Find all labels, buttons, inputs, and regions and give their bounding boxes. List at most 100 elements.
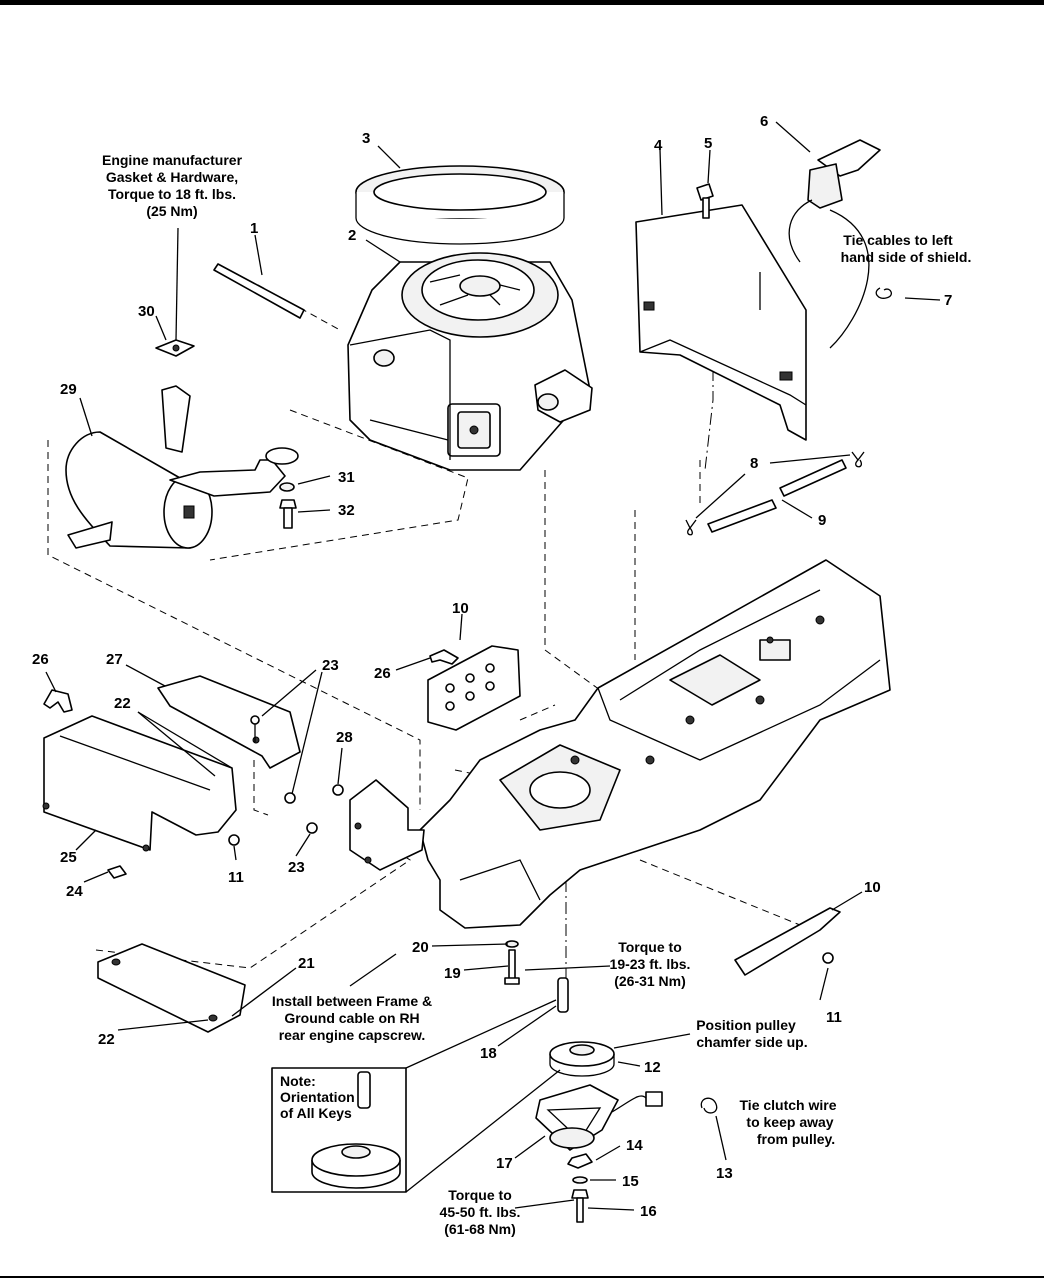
callout-17: 17 [496,1155,513,1172]
svg-text:19-23 ft. lbs.: 19-23 ft. lbs. [610,956,691,972]
svg-text:(25 Nm): (25 Nm) [146,203,197,219]
svg-text:rear engine capscrew.: rear engine capscrew. [279,1027,426,1043]
callout-4: 4 [654,137,663,154]
callout-22-lower: 22 [98,1031,115,1048]
exhaust-bolt [279,499,297,529]
engine [347,252,593,471]
callout-11-right: 11 [826,1009,842,1026]
svg-text:Torque to: Torque to [448,1187,512,1203]
svg-text:chamfer side up.: chamfer side up. [696,1034,807,1050]
cable-tie-8-left [685,519,697,536]
note-gasket: Engine manufacturer Gasket & Hardware, T… [102,152,243,219]
key-18 [557,977,569,1013]
note-tie-cables: Tie cables to left hand side of shield. [841,232,972,265]
frame [419,559,891,929]
svg-text:from pulley.: from pulley. [757,1131,835,1147]
callout-7: 7 [944,292,952,309]
clip-26-left [43,689,73,713]
callout-22-upper: 22 [114,695,131,712]
svg-text:45-50 ft. lbs.: 45-50 ft. lbs. [440,1204,521,1220]
callout-18: 18 [480,1045,497,1062]
note-install-between: Install between Frame & Ground cable on … [272,993,432,1043]
hex-nut-14 [567,1153,593,1169]
heat-shield-lower [734,907,841,976]
key-orientation-inset [271,1067,407,1193]
screw-11-right [822,952,834,964]
exhaust-gasket [155,339,195,357]
side-shield [42,715,237,852]
cable-tie-7 [875,287,892,299]
screw-23-right [284,792,296,804]
svg-text:Install between Frame &: Install between Frame & [272,993,432,1009]
callout-1: 1 [250,220,258,237]
pulley [549,1041,615,1077]
wire-tie-13 [700,1097,718,1114]
callout-31: 31 [338,469,355,486]
callout-8: 8 [750,455,758,472]
svg-text:Tie cables to left: Tie cables to left [843,232,953,248]
top-rule [0,0,1044,5]
bottom-tray [97,943,246,1033]
callout-23-upper: 23 [322,657,339,674]
callout-5: 5 [704,135,712,152]
svg-text:Engine manufacturer: Engine manufacturer [102,152,243,168]
bottom-rule [0,1276,1044,1278]
speed-nut [107,865,127,879]
callout-19: 19 [444,965,461,982]
lock-washer [279,482,295,492]
shield-bracket [157,675,301,769]
note-keys-box: Note: Orientation of All Keys [280,1073,355,1121]
note-torque-19-23: Torque to 19-23 ft. lbs. (26-31 Nm) [610,939,691,989]
svg-text:Orientation: Orientation [280,1089,355,1105]
svg-text:Torque to 18 ft. lbs.: Torque to 18 ft. lbs. [108,186,236,202]
note-position-pulley: Position pulley chamfer side up. [696,1017,807,1050]
svg-text:(61-68 Nm): (61-68 Nm) [444,1221,516,1237]
callout-16: 16 [640,1203,657,1220]
callout-14: 14 [626,1137,643,1154]
washer-15 [572,1176,588,1184]
callout-13: 13 [716,1165,733,1182]
air-filter-element [355,165,565,245]
callout-23-lower: 23 [288,859,305,876]
callout-26-left: 26 [32,651,49,668]
electric-clutch [535,1084,663,1151]
bolt-19 [504,949,520,985]
svg-text:hand side of shield.: hand side of shield. [841,249,972,265]
svg-text:Gasket & Hardware,: Gasket & Hardware, [106,169,238,185]
callout-6: 6 [760,113,768,130]
callout-12: 12 [644,1059,661,1076]
callout-9: 9 [818,512,826,529]
engine-stud [213,263,305,319]
throttle-control [788,139,881,349]
svg-text:of All Keys: of All Keys [280,1105,352,1121]
callout-24: 24 [66,883,83,900]
clip-26-upper [429,649,459,665]
callout-28: 28 [336,729,353,746]
callout-26-upper: 26 [374,665,391,682]
muffler [65,385,299,549]
engine-shield [635,204,807,441]
callout-32: 32 [338,502,355,519]
callout-29: 29 [60,381,77,398]
mount-plate [349,779,425,871]
svg-text:Torque to: Torque to [618,939,682,955]
callout-25: 25 [60,849,77,866]
svg-text:Position pulley: Position pulley [696,1017,796,1033]
callout-27: 27 [106,651,123,668]
callout-20: 20 [412,939,429,956]
screw-23-lower [306,822,318,834]
bolt-16 [571,1189,589,1223]
note-torque-45-50: Torque to 45-50 ft. lbs. (61-68 Nm) [440,1187,521,1237]
callout-11-left: 11 [228,869,244,886]
callout-15: 15 [622,1173,639,1190]
svg-text:(26-31 Nm): (26-31 Nm) [614,973,686,989]
shield-bolt [696,183,714,219]
callout-10-lower: 10 [864,879,881,896]
screw-23-upper [250,715,260,742]
callout-21: 21 [298,955,315,972]
screw-11-left [228,834,240,846]
callout-3: 3 [362,130,370,147]
cable-sleeves [707,459,847,533]
callout-2: 2 [348,227,356,244]
